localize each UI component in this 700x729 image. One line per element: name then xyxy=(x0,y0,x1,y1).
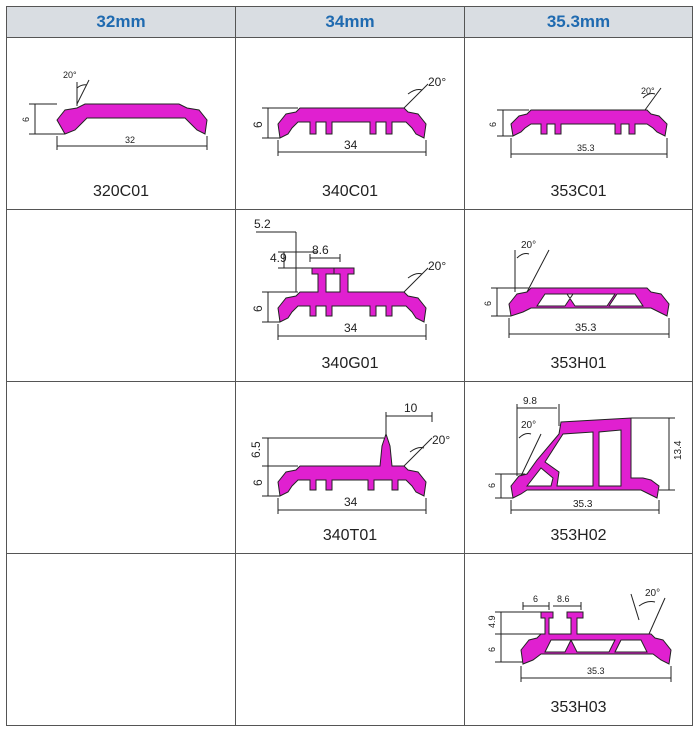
dim-height: 6 xyxy=(21,117,31,122)
dim-height: 6 xyxy=(251,305,265,312)
profile-code: 353H03 xyxy=(550,699,607,716)
profile-code: 340T01 xyxy=(322,527,378,544)
profile-drawing-340G01: 5.2 4.9 8.6 6 34 xyxy=(251,217,446,340)
header-34mm: 34mm xyxy=(235,6,465,38)
profile-drawing-353H01: 6 35.3 20° xyxy=(483,240,670,338)
profile-code: 353C01 xyxy=(550,183,607,200)
dim-angle: 20° xyxy=(641,86,655,96)
dim-angle: 20° xyxy=(521,420,536,431)
header-row: 32mm 34mm 35.3mm xyxy=(6,6,693,38)
dim-width: 35.3 xyxy=(573,499,593,510)
cell-353C01: 6 35.3 20° 353C01 xyxy=(464,37,693,210)
dim-height: 6 xyxy=(251,479,265,486)
dim-height: 6 xyxy=(488,122,498,127)
profile-code: 340G01 xyxy=(321,355,379,372)
dim-width: 34 xyxy=(344,138,358,152)
dim-width: 34 xyxy=(344,495,358,509)
cell-353H03: 6 8.6 4.9 6 35.3 2 xyxy=(464,553,693,726)
profile-drawing-353H03: 6 8.6 4.9 6 35.3 2 xyxy=(487,588,672,682)
cell-empty xyxy=(6,553,236,726)
dim-slot: 4.9 xyxy=(270,251,287,265)
cell-340T01: 6.5 6 10 34 20° 340T01 xyxy=(235,381,465,554)
cell-340C01: 6 34 20° 340C01 xyxy=(235,37,465,210)
dim-top: 9.8 xyxy=(523,396,537,407)
cell-340G01: 5.2 4.9 8.6 6 34 xyxy=(235,209,465,382)
table-row: 5.2 4.9 8.6 6 34 xyxy=(6,209,693,382)
dim-gap: 8.6 xyxy=(312,243,329,257)
dim-tall: 13.4 xyxy=(673,440,684,460)
cell-empty xyxy=(6,381,236,554)
profile-drawing-340T01: 6.5 6 10 34 20° xyxy=(249,401,450,514)
profile-table: 32mm 34mm 35.3mm 6 32 xyxy=(6,6,693,726)
dim-slot: 4.9 xyxy=(487,615,497,628)
profile-drawing-340C01: 6 34 20° xyxy=(251,75,446,156)
header-32mm: 32mm xyxy=(6,6,236,38)
dim-height: 6 xyxy=(487,647,497,652)
dim-width: 32 xyxy=(125,135,135,145)
cell-empty xyxy=(6,209,236,382)
dim-fin-height: 6.5 xyxy=(249,441,263,458)
profile-code: 353H02 xyxy=(550,527,607,544)
cell-353H01: 6 35.3 20° 353H01 xyxy=(464,209,693,382)
profile-drawing-353H02: 9.8 20° 6 13.4 35.3 xyxy=(487,396,684,514)
dim-angle: 20° xyxy=(645,588,660,599)
dim-width: 35.3 xyxy=(587,666,605,676)
dim-height: 6 xyxy=(487,483,497,488)
header-35-3mm: 35.3mm xyxy=(464,6,693,38)
dim-height: 6 xyxy=(251,121,265,128)
dim-width: 34 xyxy=(344,321,358,335)
dim-top: 5.2 xyxy=(254,217,271,231)
cell-empty xyxy=(235,553,465,726)
dim-angle: 20° xyxy=(428,259,446,273)
profile-code: 320C01 xyxy=(92,183,150,200)
dim-angle: 20° xyxy=(432,433,450,447)
table-row: 6 8.6 4.9 6 35.3 2 xyxy=(6,553,693,726)
table-row: 6 32 20° 320C01 xyxy=(6,37,693,210)
profile-code: 340C01 xyxy=(321,183,379,200)
dim-angle: 20° xyxy=(521,240,536,251)
dim-width: 35.3 xyxy=(577,143,595,153)
cell-353H02: 9.8 20° 6 13.4 35.3 35 xyxy=(464,381,693,554)
dim-width: 35.3 xyxy=(575,322,596,334)
profile-drawing-353C01: 6 35.3 20° xyxy=(488,86,668,158)
dim-b: 8.6 xyxy=(557,594,570,604)
dim-a: 6 xyxy=(533,594,538,604)
dim-fin: 10 xyxy=(404,401,418,415)
cell-320C01: 6 32 20° 320C01 xyxy=(6,37,236,210)
profile-drawing-320C01: 6 32 20° xyxy=(21,70,208,150)
table-row: 6.5 6 10 34 20° 340T01 xyxy=(6,381,693,554)
dim-angle: 20° xyxy=(63,70,77,80)
profile-code: 353H01 xyxy=(550,355,607,372)
dim-angle: 20° xyxy=(428,75,446,89)
dim-height: 6 xyxy=(483,301,493,306)
